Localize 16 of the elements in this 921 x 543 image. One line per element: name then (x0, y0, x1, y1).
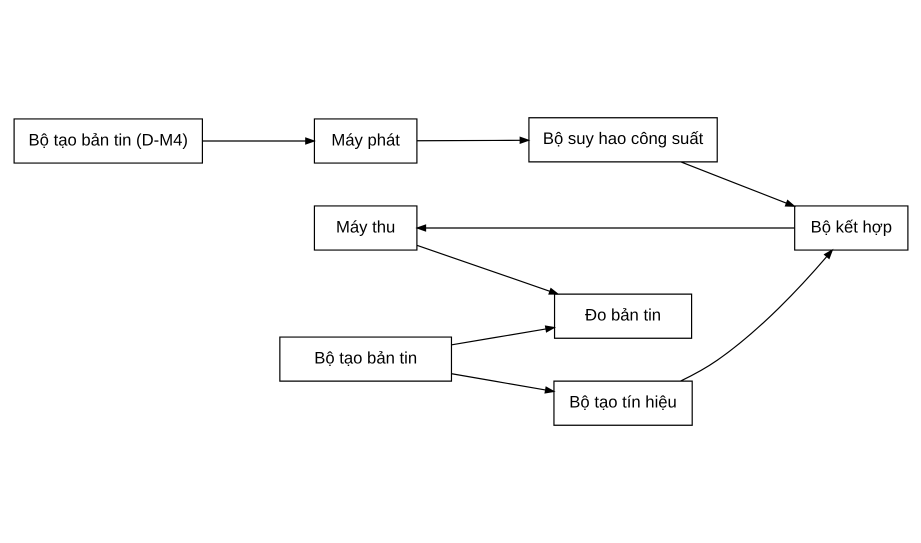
node-box: Máy thu (313, 205, 417, 251)
node-box: Đo bản tin (553, 294, 692, 339)
node-box: Máy phát (313, 118, 417, 164)
arrow (680, 162, 796, 207)
node-box: Bộ tạo bản tin (278, 336, 452, 382)
arrow (416, 136, 530, 144)
arrow (202, 137, 316, 145)
node-box: Bộ suy hao công suất (528, 117, 718, 162)
node-box: Bộ kết hợp (794, 205, 908, 251)
node-box: Bộ tạo tín hiệu (552, 380, 692, 426)
arrow (680, 248, 833, 382)
node-box: Bộ tạo bản tin (D-M4) (13, 118, 202, 164)
arrow (451, 373, 556, 394)
arrow (416, 244, 560, 295)
arrow (414, 224, 794, 232)
arrow (451, 325, 556, 346)
